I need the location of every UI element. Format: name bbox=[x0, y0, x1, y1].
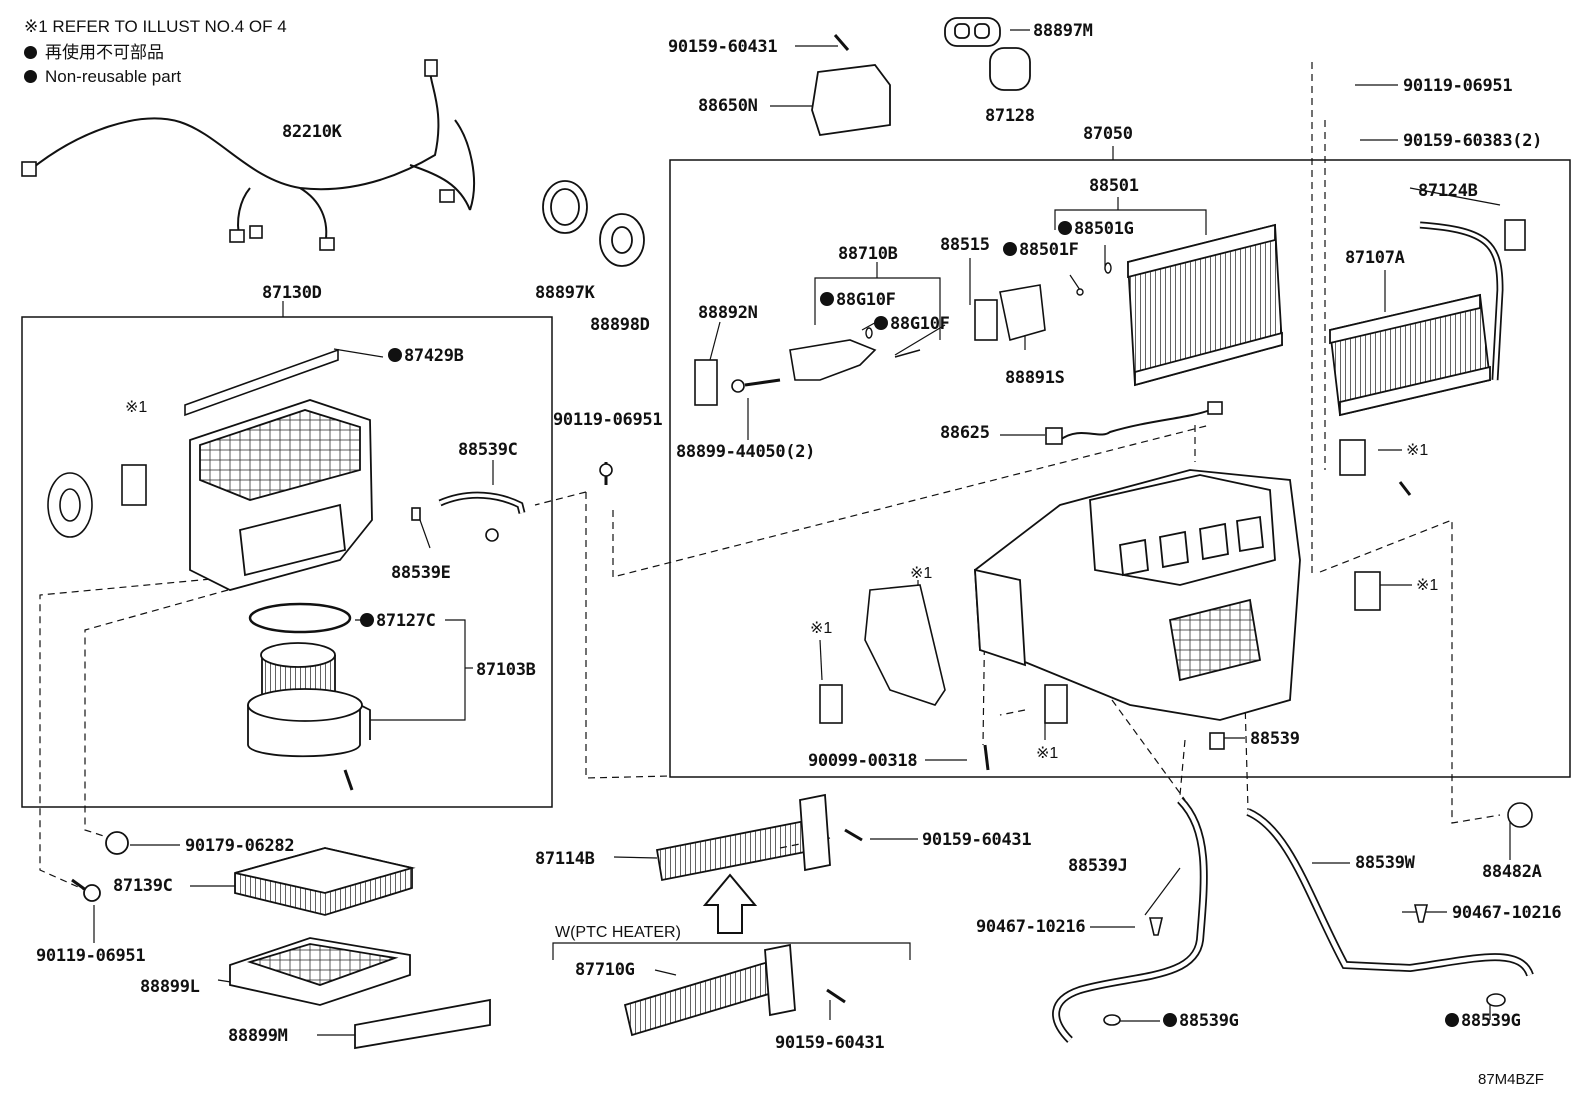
part-88897M[interactable]: 88897M bbox=[1033, 21, 1093, 41]
nonreusable-dot-icon bbox=[1445, 1013, 1459, 1027]
part-88710B[interactable]: 88710B bbox=[838, 244, 898, 264]
part-90159-60431-bottom[interactable]: 90159-60431 bbox=[775, 1033, 885, 1053]
nonreusable-note-jp: 再使用不可部品 bbox=[24, 43, 164, 63]
part-88898D[interactable]: 88898D bbox=[590, 315, 650, 335]
part-90159-60383[interactable]: 90159-60383(2) bbox=[1403, 131, 1543, 151]
nonreusable-dot-icon bbox=[874, 316, 888, 330]
unit-assembly-box bbox=[669, 159, 1571, 778]
part-87429B-text: 87429B bbox=[404, 346, 464, 366]
nonreusable-dot-icon bbox=[1003, 242, 1017, 256]
ref-mark-unit-a: ※1 bbox=[910, 565, 933, 582]
part-88539[interactable]: 88539 bbox=[1250, 729, 1300, 749]
ref-mark-unit-b: ※1 bbox=[810, 620, 833, 637]
nonreusable-note-en-text: Non-reusable part bbox=[45, 67, 182, 86]
part-87128[interactable]: 87128 bbox=[985, 106, 1035, 126]
part-88539J[interactable]: 88539J bbox=[1068, 856, 1128, 876]
part-88539G-a[interactable]: 88539G bbox=[1163, 1011, 1239, 1031]
part-87127C[interactable]: 87127C bbox=[360, 611, 436, 631]
part-90467-10216-a[interactable]: 90467-10216 bbox=[976, 917, 1086, 937]
nonreusable-dot-icon bbox=[1058, 221, 1072, 235]
ref-mark-right-a: ※1 bbox=[1406, 442, 1429, 459]
bullet-dot-icon bbox=[24, 46, 37, 59]
ptc-heater-group-label: W(PTC HEATER) bbox=[555, 924, 681, 941]
part-88G10F-b[interactable]: 88G10F bbox=[874, 314, 950, 334]
part-88482A[interactable]: 88482A bbox=[1482, 862, 1542, 882]
part-88899M[interactable]: 88899M bbox=[228, 1026, 288, 1046]
part-90179-06282[interactable]: 90179-06282 bbox=[185, 836, 295, 856]
nonreusable-dot-icon bbox=[388, 348, 402, 362]
arrow-up bbox=[702, 873, 758, 934]
part-88650N[interactable]: 88650N bbox=[698, 96, 758, 116]
part-88539C[interactable]: 88539C bbox=[458, 440, 518, 460]
part-88625[interactable]: 88625 bbox=[940, 423, 990, 443]
part-87107A[interactable]: 87107A bbox=[1345, 248, 1405, 268]
part-88539E[interactable]: 88539E bbox=[391, 563, 451, 583]
part-88G10F-b-text: 88G10F bbox=[890, 314, 950, 334]
part-88501[interactable]: 88501 bbox=[1089, 176, 1139, 196]
part-88899-44050[interactable]: 88899-44050(2) bbox=[676, 442, 816, 462]
part-88515[interactable]: 88515 bbox=[940, 235, 990, 255]
part-90099-00318[interactable]: 90099-00318 bbox=[808, 751, 918, 771]
part-88501G-text: 88501G bbox=[1074, 219, 1134, 239]
part-90119-06951-center[interactable]: 90119-06951 bbox=[553, 410, 663, 430]
part-88539W[interactable]: 88539W bbox=[1355, 853, 1415, 873]
blower-assembly-box bbox=[21, 316, 553, 808]
part-87050[interactable]: 87050 bbox=[1083, 124, 1133, 144]
ref-mark-blower-a: ※1 bbox=[125, 399, 148, 416]
part-90119-06951-left[interactable]: 90119-06951 bbox=[36, 946, 146, 966]
illustration-code: 87M4BZF bbox=[1478, 1071, 1544, 1088]
refer-note: ※1 REFER TO ILLUST NO.4 OF 4 bbox=[24, 17, 287, 36]
part-88G10F-a-text: 88G10F bbox=[836, 290, 896, 310]
part-87710G[interactable]: 87710G bbox=[575, 960, 635, 980]
part-82210K[interactable]: 82210K bbox=[282, 122, 342, 142]
part-88539G-b[interactable]: 88539G bbox=[1445, 1011, 1521, 1031]
part-87124B[interactable]: 87124B bbox=[1418, 181, 1478, 201]
part-88501F[interactable]: 88501F bbox=[1003, 240, 1079, 260]
nonreusable-dot-icon bbox=[820, 292, 834, 306]
part-88539G-b-text: 88539G bbox=[1461, 1011, 1521, 1031]
part-87429B[interactable]: 87429B bbox=[388, 346, 464, 366]
part-88899L[interactable]: 88899L bbox=[140, 977, 200, 997]
part-88897K[interactable]: 88897K bbox=[535, 283, 595, 303]
nonreusable-note-en: Non-reusable part bbox=[24, 67, 181, 87]
bullet-dot-icon bbox=[24, 70, 37, 83]
part-88891S[interactable]: 88891S bbox=[1005, 368, 1065, 388]
part-87114B[interactable]: 87114B bbox=[535, 849, 595, 869]
part-90159-60431-mid[interactable]: 90159-60431 bbox=[922, 830, 1032, 850]
part-88501G[interactable]: 88501G bbox=[1058, 219, 1134, 239]
ref-mark-right-b: ※1 bbox=[1416, 577, 1439, 594]
part-87139C[interactable]: 87139C bbox=[113, 876, 173, 896]
part-87103B[interactable]: 87103B bbox=[476, 660, 536, 680]
part-88G10F-a[interactable]: 88G10F bbox=[820, 290, 896, 310]
part-90119-06951-right[interactable]: 90119-06951 bbox=[1403, 76, 1513, 96]
nonreusable-dot-icon bbox=[360, 613, 374, 627]
part-90467-10216-b[interactable]: 90467-10216 bbox=[1452, 903, 1562, 923]
ref-mark-unit-c: ※1 bbox=[1036, 745, 1059, 762]
part-90159-60431-top[interactable]: 90159-60431 bbox=[668, 37, 778, 57]
part-88501F-text: 88501F bbox=[1019, 240, 1079, 260]
nonreusable-note-jp-text: 再使用不可部品 bbox=[45, 43, 164, 62]
part-87127C-text: 87127C bbox=[376, 611, 436, 631]
part-88539G-a-text: 88539G bbox=[1179, 1011, 1239, 1031]
part-88892N[interactable]: 88892N bbox=[698, 303, 758, 323]
nonreusable-dot-icon bbox=[1163, 1013, 1177, 1027]
part-87130D[interactable]: 87130D bbox=[262, 283, 322, 303]
